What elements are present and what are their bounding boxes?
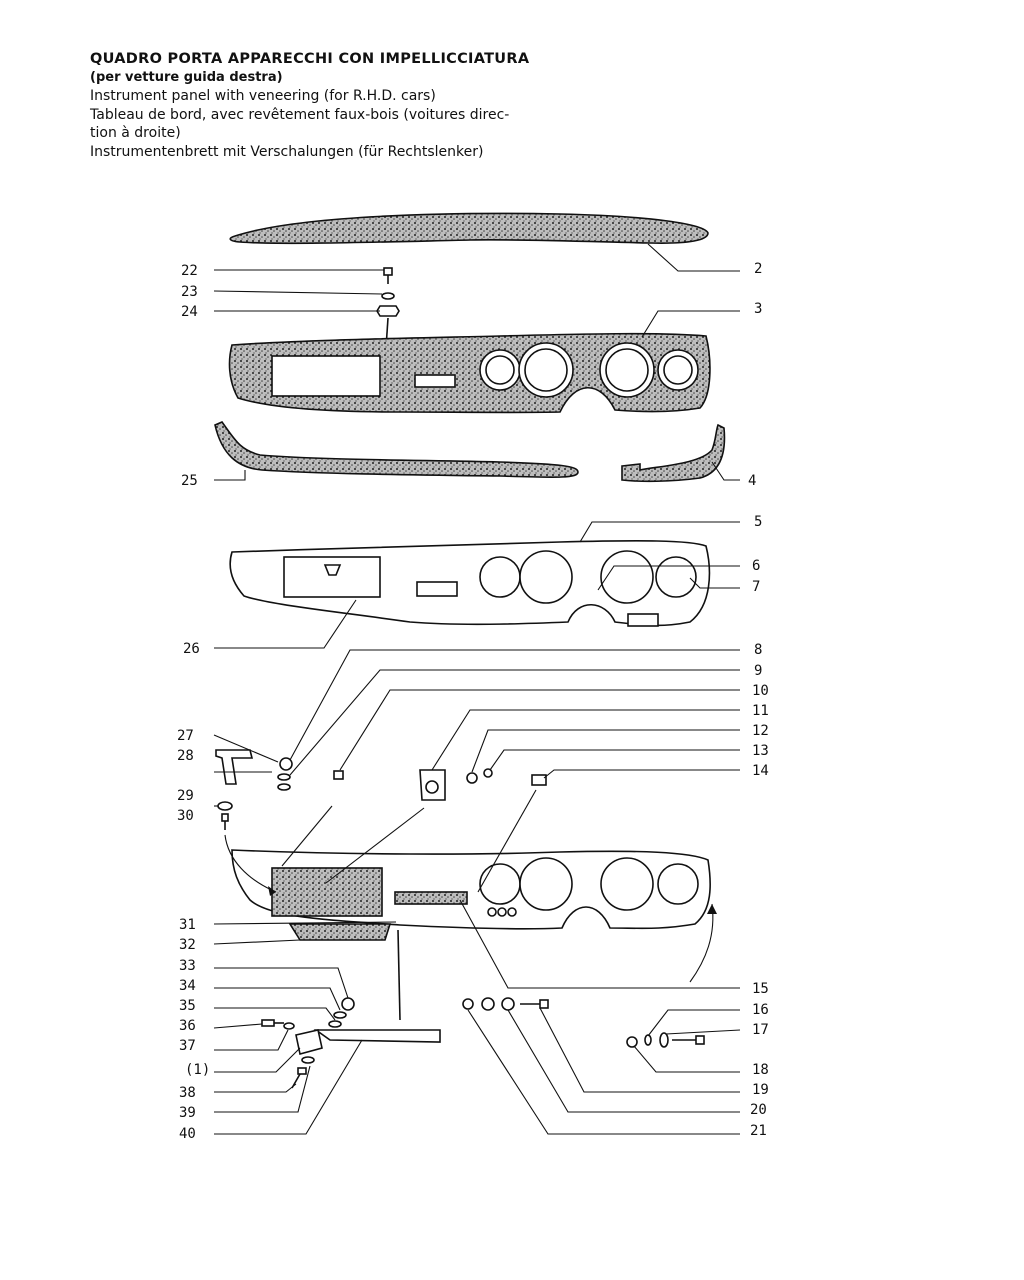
callout-25: 25 — [181, 473, 198, 489]
callout-38: 38 — [179, 1085, 196, 1101]
callout-14: 14 — [752, 763, 769, 779]
callout-35: 35 — [179, 998, 196, 1014]
callouts-right: 2 3 4 5 6 7 8 9 10 11 12 13 14 15 16 17 … — [748, 261, 769, 1139]
callout-20: 20 — [750, 1102, 767, 1118]
callout-12: 12 — [752, 723, 769, 739]
top-padded-roll — [229, 212, 709, 245]
callout-16: 16 — [752, 1002, 769, 1018]
callout-9: 9 — [754, 663, 762, 679]
callout-13: 13 — [752, 743, 769, 759]
callout-11: 11 — [752, 703, 769, 719]
instrument-panel-frame — [229, 540, 711, 627]
callout-3: 3 — [754, 301, 762, 317]
callout-2: 2 — [754, 261, 762, 277]
callout-32: 32 — [179, 937, 196, 953]
callout-29: 29 — [177, 788, 194, 804]
callout-36: 36 — [179, 1018, 196, 1034]
callout-23: 23 — [181, 284, 198, 300]
screw-washer-nut-group — [376, 267, 400, 349]
veneered-instrument-panel — [228, 332, 711, 414]
lower-stay-group — [261, 929, 705, 1089]
callout-1: (1) — [185, 1062, 210, 1078]
upper-bracket-group — [215, 749, 344, 830]
callout-18: 18 — [752, 1062, 769, 1078]
title-italian: QUADRO PORTA APPARECCHI CON IMPELLICCIAT… — [90, 51, 530, 67]
title-french-line1: Tableau de bord, avec revêtement faux-bo… — [90, 106, 510, 123]
callout-4: 4 — [748, 473, 756, 489]
callout-33: 33 — [179, 958, 196, 974]
callout-6: 6 — [752, 558, 760, 574]
callout-39: 39 — [179, 1105, 196, 1121]
callout-28: 28 — [177, 748, 194, 764]
callouts-left: 22 23 24 25 26 27 28 29 30 31 32 33 34 3… — [177, 263, 210, 1142]
callout-22: 22 — [181, 263, 198, 279]
callout-19: 19 — [752, 1082, 769, 1098]
title-german: Instrumentenbrett mit Verschalungen (für… — [90, 143, 484, 160]
callout-30: 30 — [177, 808, 194, 824]
assembly-arrows — [224, 789, 717, 983]
leader-lines — [213, 243, 741, 1135]
callout-8: 8 — [754, 642, 762, 658]
callout-15: 15 — [752, 981, 769, 997]
callout-40: 40 — [179, 1126, 196, 1142]
callout-37: 37 — [179, 1038, 196, 1054]
title-french-line2: tion à droite) — [90, 125, 181, 141]
left-lower-trim — [214, 421, 579, 478]
title-english: Instrument panel with veneering (for R.H… — [90, 88, 436, 104]
right-lower-trim — [621, 423, 726, 483]
callout-17: 17 — [752, 1022, 769, 1038]
glovebox-lock-group — [419, 768, 547, 801]
callout-7: 7 — [752, 579, 760, 595]
assembled-dashboard — [231, 849, 711, 941]
callout-26: 26 — [183, 641, 200, 657]
callout-24: 24 — [181, 304, 198, 320]
subtitle-italian: (per vetture guida destra) — [90, 69, 283, 85]
callout-10: 10 — [752, 683, 769, 699]
callout-27: 27 — [177, 728, 194, 744]
header-text: QUADRO PORTA APPARECCHI CON IMPELLICCIAT… — [90, 50, 560, 161]
callout-5: 5 — [754, 514, 762, 530]
callout-34: 34 — [179, 978, 196, 994]
callout-31: 31 — [179, 917, 196, 933]
callout-21: 21 — [750, 1123, 767, 1139]
